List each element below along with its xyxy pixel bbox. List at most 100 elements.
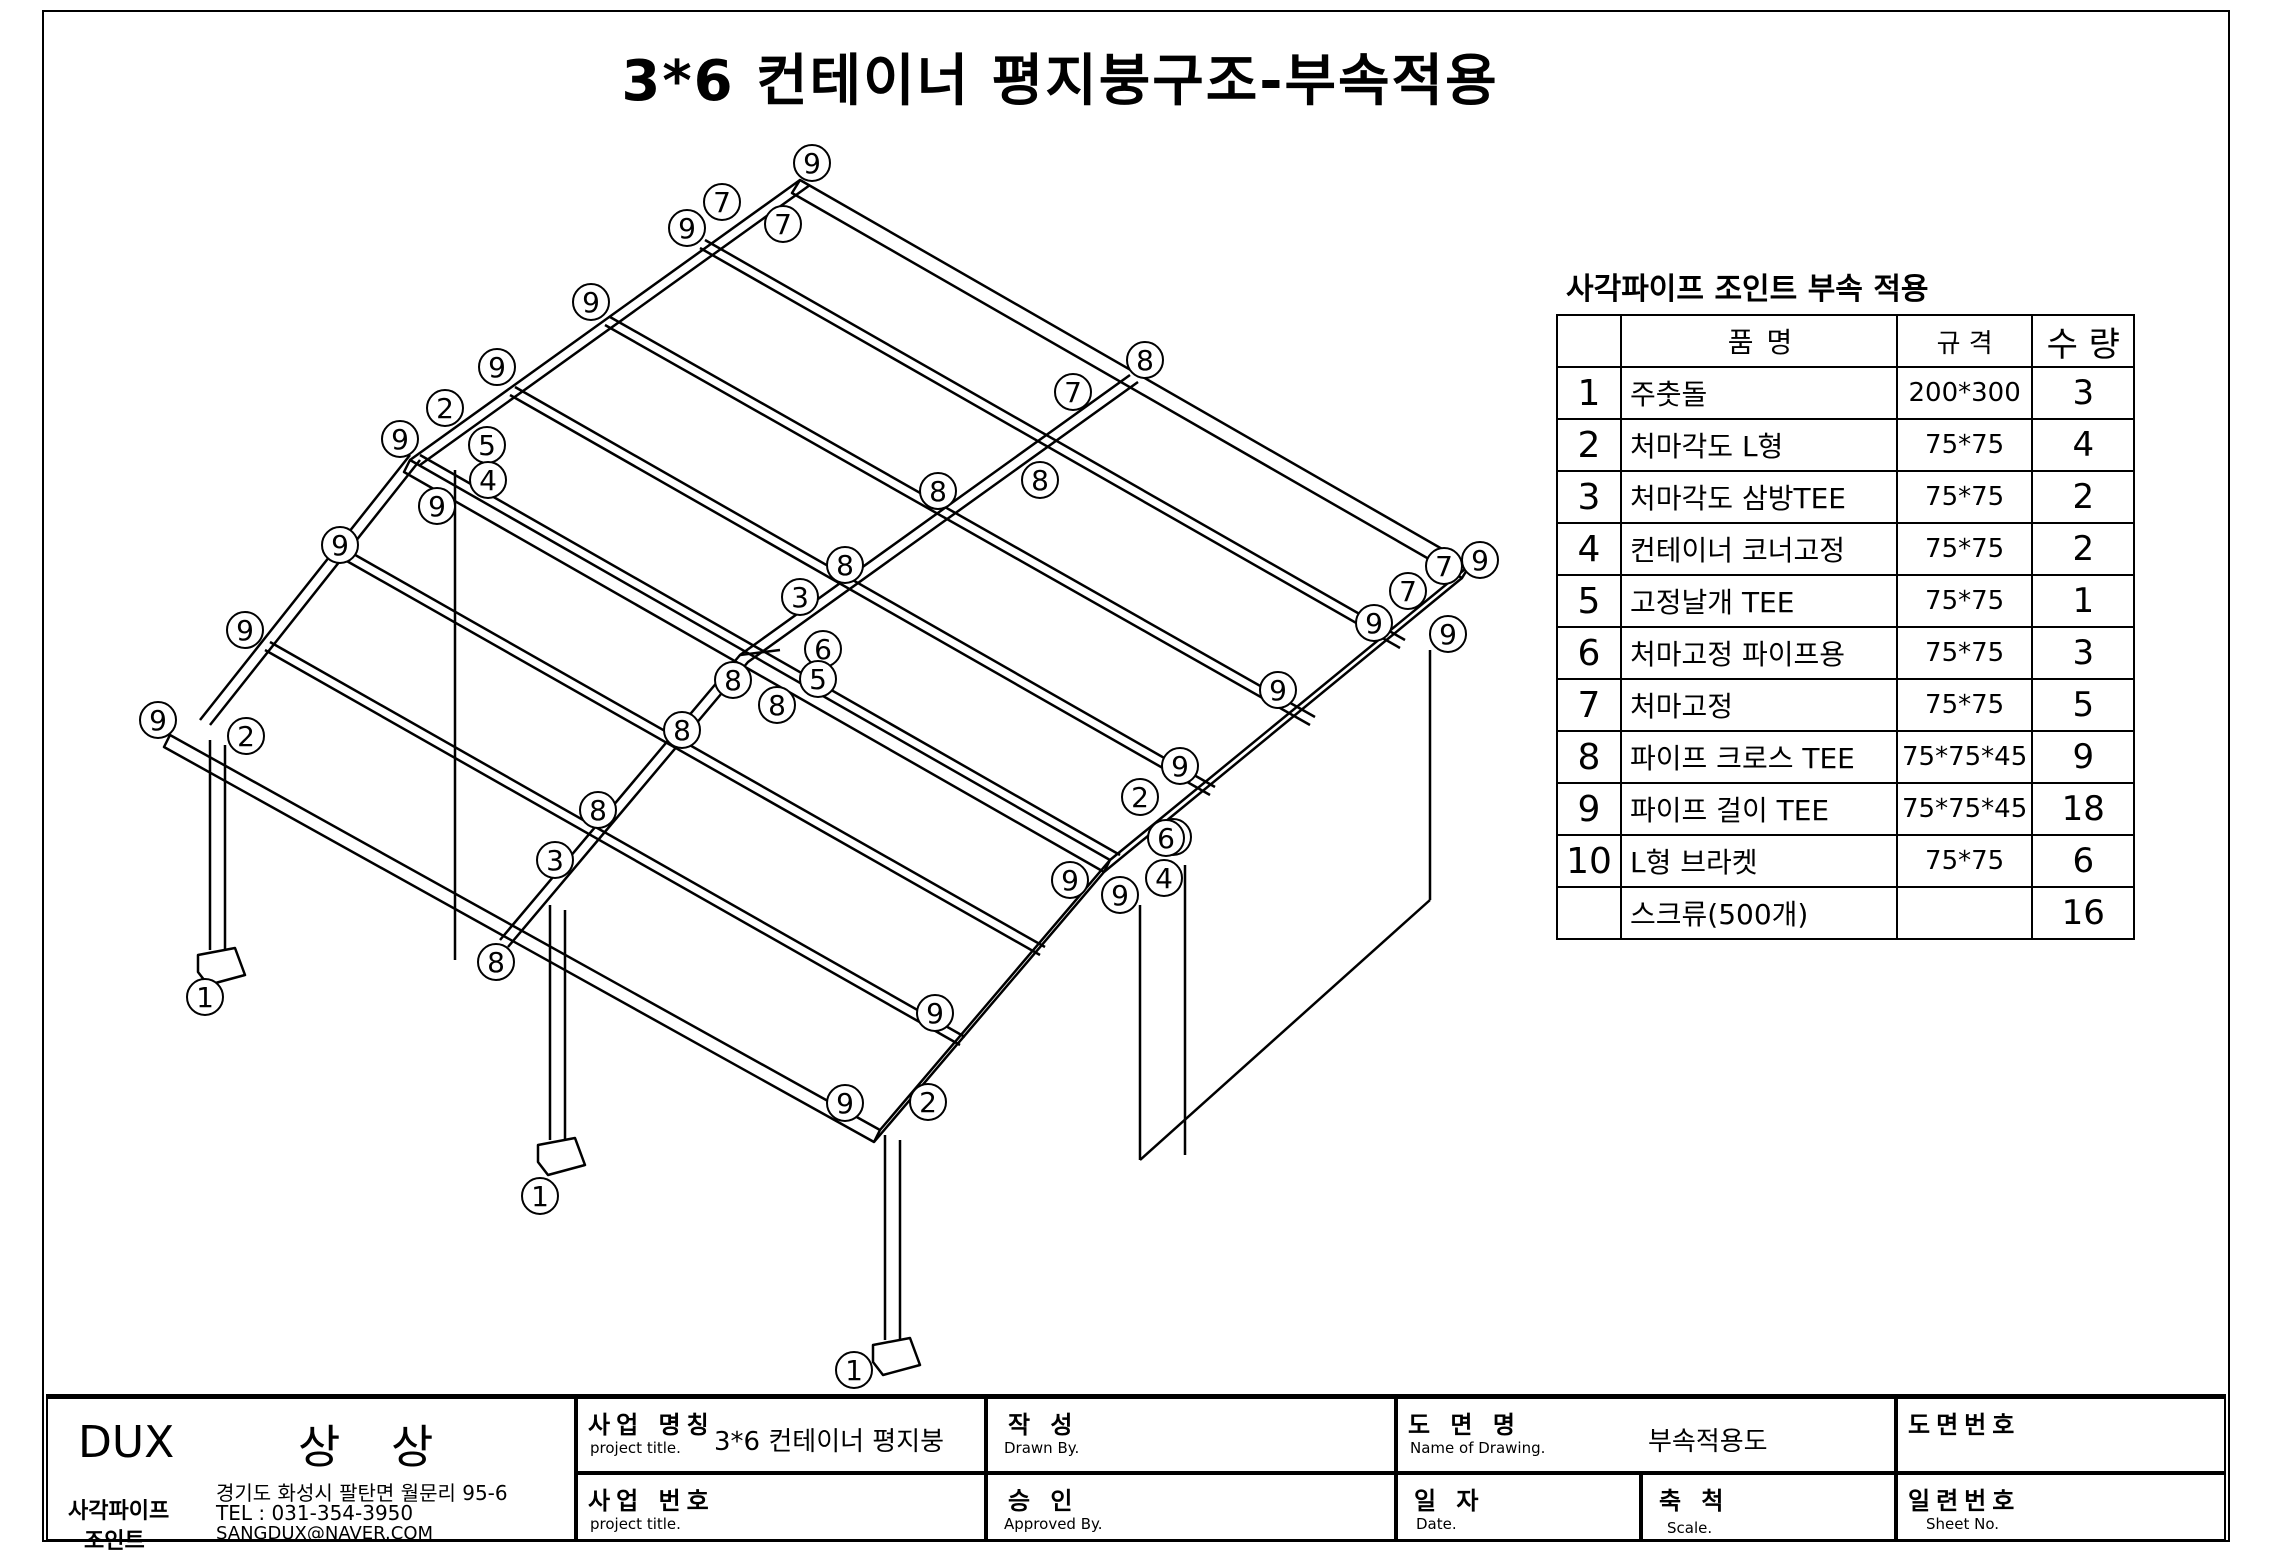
project-name-cell: 사업 명칭 project title. 3*6 컨테이너 평지붕	[576, 1397, 986, 1473]
part-name: 주춧돌	[1620, 366, 1898, 420]
part-no: 5	[1556, 574, 1622, 628]
callout-circle	[714, 661, 752, 699]
callout-label: 9	[1365, 607, 1383, 640]
callout-circle	[835, 1351, 873, 1389]
callout-circle	[572, 283, 610, 321]
brand-logo: DUX	[78, 1417, 175, 1468]
callout-circle	[426, 389, 464, 427]
callout-label: 8	[724, 664, 742, 697]
callout-marker: 8	[714, 661, 752, 699]
callout-circle	[139, 701, 177, 739]
callout-label: 9	[1471, 544, 1489, 577]
callout-label: 3	[791, 581, 809, 614]
callout-marker: 9	[1259, 671, 1297, 709]
callout-marker: 5	[799, 660, 837, 698]
part-spec: 75*75	[1895, 522, 2034, 576]
callout-circle	[1145, 859, 1183, 897]
callout-circle	[1147, 819, 1185, 857]
callout-marker: 7	[1054, 373, 1092, 411]
part-name: 파이프 크로스 TEE	[1620, 730, 1898, 784]
container-box	[453, 470, 1432, 1161]
callout-circle	[916, 994, 954, 1032]
date-sub: Date.	[1416, 1515, 1457, 1533]
sheet-no-sub: Sheet No.	[1926, 1515, 2000, 1533]
callout-label: 8	[1031, 464, 1049, 497]
header-no	[1556, 314, 1622, 368]
part-name: 컨테이너 코너고정	[1620, 522, 1898, 576]
callout-marker: 2	[426, 389, 464, 427]
part-qty: 4	[2031, 418, 2136, 472]
part-no: 2	[1556, 418, 1622, 472]
callout-circle	[1021, 461, 1059, 499]
callout-marker: 9	[381, 420, 419, 458]
callout-circle	[764, 205, 802, 243]
callout-circle	[418, 487, 456, 525]
project-no-cell: 사업 번호 project title.	[576, 1473, 986, 1541]
callout-marker: 8	[477, 943, 515, 981]
callout-marker: 2	[909, 1083, 947, 1121]
callout-marker: 1	[835, 1351, 873, 1389]
part-spec: 75*75	[1895, 678, 2034, 732]
drawing-frame	[42, 10, 2230, 1542]
drawn-by-label: 작 성	[1008, 1411, 1079, 1439]
callout-marker: 9	[1429, 615, 1467, 653]
callout-marker: 4	[1145, 859, 1183, 897]
parts-table-header-row: 품 명 규 격 수 량	[1556, 314, 2136, 368]
callout-label: 9	[1439, 618, 1457, 651]
callout-label: 8	[487, 946, 505, 979]
callout-marker: 4	[469, 461, 507, 499]
part-name: 파이프 걸이 TEE	[1620, 782, 1898, 836]
part-name: L형 브라켓	[1620, 834, 1898, 888]
scale-sub: Scale.	[1667, 1519, 1713, 1537]
callout-marker: 9	[1355, 604, 1393, 642]
callout-marker: 3	[781, 578, 819, 616]
project-no-label: 사업 번호	[588, 1487, 715, 1515]
callout-circle	[1126, 341, 1164, 379]
part-qty: 9	[2031, 730, 2136, 784]
company-tel: TEL : 031-354-3950	[216, 1501, 414, 1525]
callout-layer: 9797992954999928788836588883899992997979…	[139, 144, 1499, 1389]
callout-circle	[799, 660, 837, 698]
approved-by-sub: Approved By.	[1004, 1515, 1103, 1533]
callout-marker: 3	[536, 841, 574, 879]
footing-stones	[196, 946, 922, 1377]
part-spec: 75*75	[1895, 834, 2034, 888]
callout-label: 2	[919, 1086, 937, 1119]
callout-marker: 1	[521, 1177, 559, 1215]
callout-label: 8	[836, 549, 854, 582]
callout-label: 8	[929, 475, 947, 508]
callout-marker: 9	[1461, 541, 1499, 579]
callout-label: 9	[1269, 674, 1287, 707]
callout-circle	[536, 841, 574, 879]
drawing-name-cell: 도 면 명 Name of Drawing. 부속적용도	[1396, 1397, 1896, 1473]
callout-marker: 9	[826, 1084, 864, 1122]
roof-pipes	[162, 178, 1472, 1144]
callout-circle	[1101, 876, 1139, 914]
title-block: DUX 상 상 사각파이프 조인트 경기도 화성시 팔탄면 월문리 95-6 T…	[46, 1394, 2226, 1554]
callout-marker: 7	[703, 183, 741, 221]
callout-circle	[1051, 861, 1089, 899]
part-no	[1556, 886, 1622, 940]
part-spec: 200*300	[1895, 366, 2034, 420]
part-spec: 75*75	[1895, 418, 2034, 472]
callout-circle	[1429, 615, 1467, 653]
project-name-value: 3*6 컨테이너 평지붕	[714, 1427, 945, 1457]
callout-marker: 8	[919, 472, 957, 510]
callout-label: 4	[479, 464, 497, 497]
callout-marker: 8	[663, 711, 701, 749]
callout-marker: 7	[1389, 572, 1427, 610]
callout-marker: 6	[1147, 819, 1185, 857]
callout-marker: 8	[1021, 461, 1059, 499]
callout-label: 9	[149, 704, 167, 737]
part-qty: 16	[2031, 886, 2136, 940]
company-cell: DUX 상 상 사각파이프 조인트 경기도 화성시 팔탄면 월문리 95-6 T…	[46, 1397, 576, 1554]
drawing-name-sub: Name of Drawing.	[1410, 1439, 1546, 1457]
posts	[208, 740, 902, 1340]
callout-label: 1	[196, 981, 214, 1014]
part-no: 10	[1556, 834, 1622, 888]
callout-circle	[781, 578, 819, 616]
callout-label: 9	[428, 490, 446, 523]
